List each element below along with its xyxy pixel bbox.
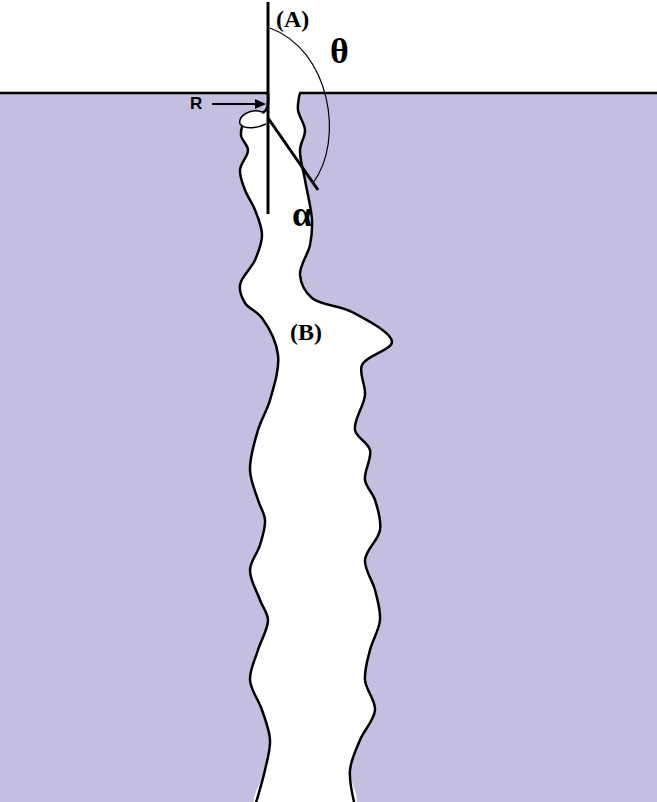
cavity-notch	[240, 111, 266, 128]
surface-line	[299, 92, 657, 95]
surface-line	[0, 92, 269, 95]
radius-label: R	[190, 95, 202, 112]
radius-arrow	[212, 103, 258, 105]
angle-label: θ	[330, 33, 349, 69]
pore-space	[240, 90, 392, 802]
angle-arc	[270, 28, 329, 183]
angle-label: α	[292, 196, 312, 232]
arrowhead	[255, 99, 266, 109]
vertical-line	[267, 2, 270, 214]
pore-wall	[240, 93, 278, 802]
region-label: (B)	[290, 320, 322, 344]
region-label: (A)	[276, 7, 309, 31]
contact-line	[268, 118, 318, 190]
